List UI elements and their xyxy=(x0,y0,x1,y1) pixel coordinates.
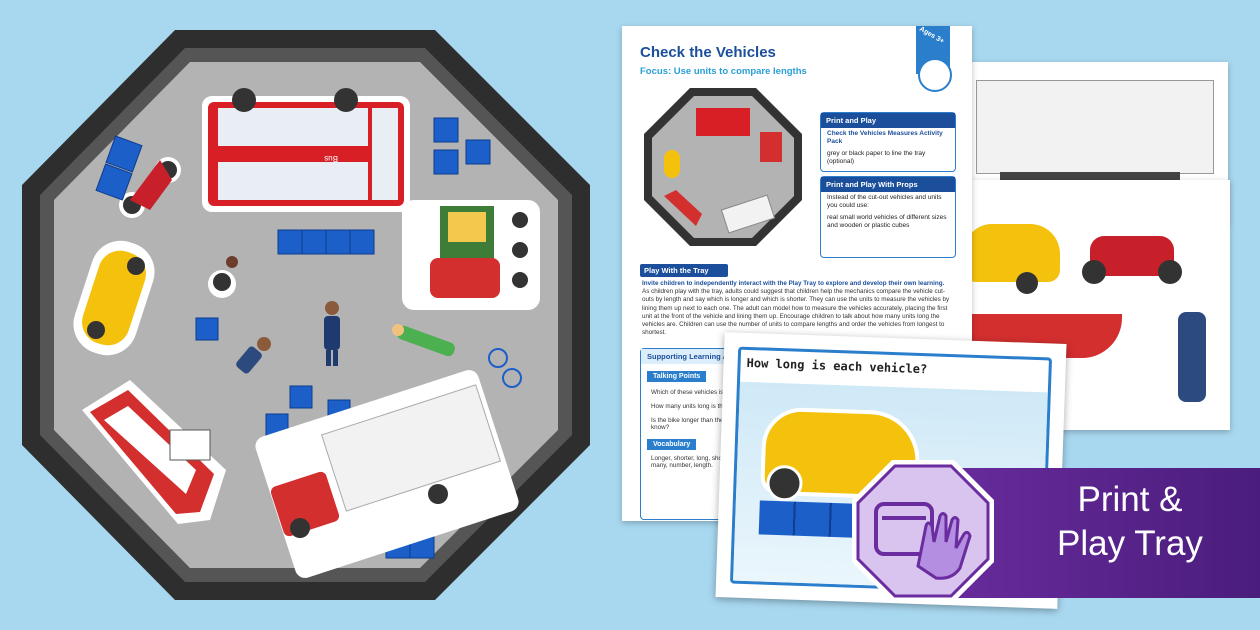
train-cutout xyxy=(402,200,540,310)
motorbike-wheel-icon xyxy=(1082,260,1106,284)
talking-point: Is the bike longer than the know? xyxy=(651,417,724,431)
worksheet-subtitle: Focus: Use units to compare lengths xyxy=(640,66,807,77)
boat-cutout xyxy=(82,380,226,524)
lorry-cutout xyxy=(255,370,519,578)
vocabulary-heading: Vocabulary xyxy=(647,439,697,450)
list-item: grey or black paper to line the tray (op… xyxy=(827,150,926,166)
bus-cutout: Bus xyxy=(202,88,410,212)
play-tray: Bus xyxy=(22,30,590,600)
props-intro: Instead of the cut-out vehicles and unit… xyxy=(827,194,942,210)
talking-points-heading: Talking Points xyxy=(647,371,707,382)
talking-point: How many units long is th xyxy=(651,403,723,410)
banner-title: Print & Play Tray xyxy=(1010,478,1250,566)
list-item: real small world vehicles of different s… xyxy=(827,214,947,230)
vocabulary-text: Longer, shorter, long, short, many, numb… xyxy=(651,455,728,469)
worksheet-title: Check the Vehicles xyxy=(640,44,776,61)
wheelchair-user-cutout xyxy=(208,256,238,298)
unit-blocks xyxy=(95,117,491,559)
activity-card-title: How long is each vehicle? xyxy=(746,355,928,377)
bicycle-cutout xyxy=(488,348,522,388)
child-figure-cutout xyxy=(236,337,271,374)
mechanic-figure-cutout xyxy=(324,301,340,366)
print-play-props-heading: Print and Play With Props xyxy=(821,177,955,192)
print-play-box: Print and Play Check the Vehicles Measur… xyxy=(820,112,956,172)
car-wheel-icon xyxy=(765,464,804,502)
play-with-tray-heading: Play With the Tray xyxy=(640,264,728,277)
mechanic-cutout-image xyxy=(1178,312,1206,402)
list-item: Check the Vehicles Measures Activity Pac… xyxy=(827,130,943,146)
lying-figure-cutout xyxy=(392,324,455,357)
motorbike-wheel-icon xyxy=(1158,260,1182,284)
motorbike-cutout xyxy=(119,157,181,218)
print-play-props-box: Print and Play With Props Instead of the… xyxy=(820,176,956,258)
banner-line-1: Print & xyxy=(1077,480,1183,519)
play-lead: Invite children to independently interac… xyxy=(642,280,945,287)
car-wheel-icon xyxy=(1016,272,1038,294)
tray-thumbnail xyxy=(644,88,802,246)
trailer-image xyxy=(976,80,1214,174)
print-play-heading: Print and Play xyxy=(821,113,955,128)
banner-line-2: Play Tray xyxy=(1057,524,1203,563)
hand-icon xyxy=(916,512,972,580)
print-play-icon xyxy=(918,58,952,92)
car-cutout-image xyxy=(964,224,1060,282)
print-play-badge xyxy=(852,460,994,602)
talking-point: Which of these vehicles is xyxy=(651,389,724,396)
yellow-car-cutout xyxy=(73,240,155,356)
play-body: As children play with the tray, adults c… xyxy=(642,288,950,337)
play-with-tray-text: Invite children to independently interac… xyxy=(642,280,954,337)
bus-destination-sign: Bus xyxy=(324,154,338,163)
